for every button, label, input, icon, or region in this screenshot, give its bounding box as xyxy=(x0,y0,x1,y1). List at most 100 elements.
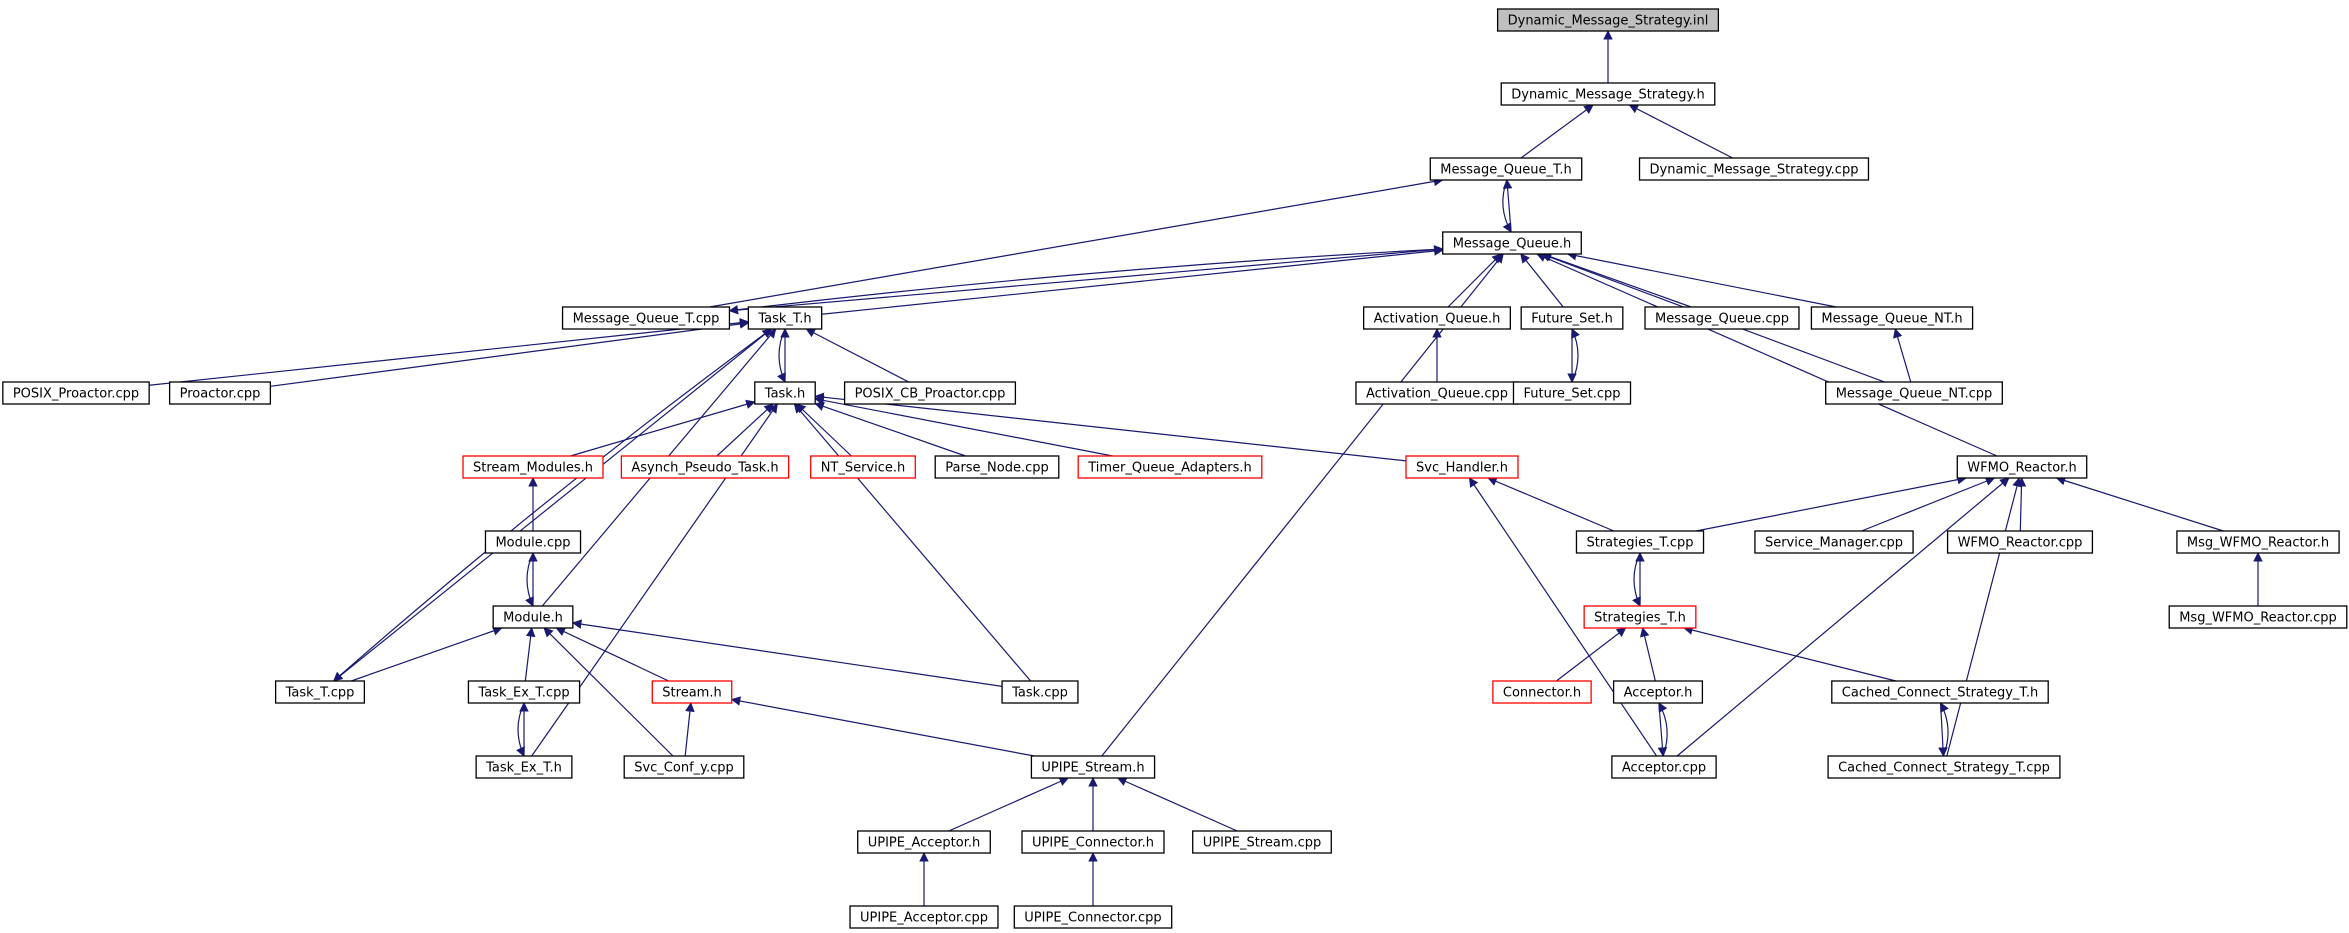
node-label: UPIPE_Stream.h xyxy=(1041,761,1144,776)
edge-acceptor-cpp-to-wfmo-reactor-h xyxy=(1676,477,2010,757)
edge-mq-cpp-to-mq-h xyxy=(1541,252,1692,308)
node-parse-node-cpp[interactable]: Parse_Node.cpp xyxy=(934,455,1060,479)
edge-cached-connect-strategy-t-h-to-cached-connect-strategy-t-cpp xyxy=(1938,702,1948,757)
node-acceptor-cpp[interactable]: Acceptor.cpp xyxy=(1611,755,1717,779)
node-label: Svc_Conf_y.cpp xyxy=(634,761,734,776)
node-label: Task_T.h xyxy=(757,312,811,327)
node-task-ex-t-h[interactable]: Task_Ex_T.h xyxy=(475,755,573,779)
node-mq-t-h[interactable]: Message_Queue_T.h xyxy=(1429,157,1583,181)
node-mq-t-cpp[interactable]: Message_Queue_T.cpp xyxy=(561,306,731,330)
node-task-t-h[interactable]: Task_T.h xyxy=(747,306,823,330)
node-upipe-acceptor-cpp[interactable]: UPIPE_Acceptor.cpp xyxy=(849,905,999,929)
edge-line xyxy=(821,246,1444,315)
node-stream-h[interactable]: Stream.h xyxy=(651,680,733,704)
node-upipe-stream-cpp[interactable]: UPIPE_Stream.cpp xyxy=(1192,830,1332,854)
node-stream-modules-h[interactable]: Stream_Modules.h xyxy=(462,455,604,479)
node-box xyxy=(1638,157,1870,181)
node-act-q-h[interactable]: Activation_Queue.h xyxy=(1363,306,1511,330)
node-module-cpp[interactable]: Module.cpp xyxy=(484,530,582,554)
node-label: Future_Set.h xyxy=(1531,312,1613,327)
node-dms-inl[interactable]: Dynamic_Message_Strategy.inl xyxy=(1496,8,1720,32)
edge-line xyxy=(730,696,1035,757)
node-label: NT_Service.h xyxy=(821,461,906,476)
node-task-ex-t-cpp[interactable]: Task_Ex_T.cpp xyxy=(467,680,581,704)
node-wfmo-reactor-h[interactable]: WFMO_Reactor.h xyxy=(1956,455,2088,479)
node-task-h[interactable]: Task.h xyxy=(754,381,816,405)
node-svc-conf-y-cpp[interactable]: Svc_Conf_y.cpp xyxy=(623,755,745,779)
node-box xyxy=(1612,680,1704,704)
node-service-manager-cpp[interactable]: Service_Manager.cpp xyxy=(1754,530,1914,554)
node-task-t-cpp[interactable]: Task_T.cpp xyxy=(274,680,366,704)
node-box xyxy=(1825,381,2003,405)
node-msg-wfmo-reactor-h[interactable]: Msg_WFMO_Reactor.h xyxy=(2176,530,2340,554)
node-dms-h[interactable]: Dynamic_Message_Strategy.h xyxy=(1500,82,1716,106)
node-nt-service-h[interactable]: NT_Service.h xyxy=(810,455,916,479)
node-act-q-cpp[interactable]: Activation_Queue.cpp xyxy=(1355,381,1519,405)
node-box xyxy=(1442,231,1582,255)
node-box xyxy=(1429,157,1583,181)
node-acceptor-h[interactable]: Acceptor.h xyxy=(1612,680,1704,704)
edge-act-q-h-to-mq-h xyxy=(1447,253,1502,308)
node-future-set-h[interactable]: Future_Set.h xyxy=(1520,306,1624,330)
node-dms-cpp[interactable]: Dynamic_Message_Strategy.cpp xyxy=(1638,157,1870,181)
edge-cached-connect-strategy-t-cpp-to-cached-connect-strategy-t-h xyxy=(1940,702,1949,757)
node-posix-cb-proactor-cpp[interactable]: POSIX_CB_Proactor.cpp xyxy=(843,381,1017,405)
node-cached-connect-strategy-t-cpp[interactable]: Cached_Connect_Strategy_T.cpp xyxy=(1827,755,2061,779)
edge-mq-h-to-mq-t-cpp xyxy=(728,248,1443,315)
node-upipe-connector-h[interactable]: UPIPE_Connector.h xyxy=(1021,830,1165,854)
edge-line xyxy=(1683,625,1897,682)
node-upipe-connector-cpp[interactable]: UPIPE_Connector.cpp xyxy=(1013,905,1173,929)
node-label: Parse_Node.cpp xyxy=(945,461,1049,476)
node-box xyxy=(747,306,823,330)
edge-line xyxy=(1861,476,1996,532)
edge-parse-node-cpp-to-task-h xyxy=(814,401,966,457)
node-label: WFMO_Reactor.h xyxy=(1967,461,2076,476)
node-timer-queue-adapters-h[interactable]: Timer_Queue_Adapters.h xyxy=(1077,455,1263,479)
edge-mq-nt-h-to-mq-h xyxy=(1566,250,1837,308)
node-msg-wfmo-reactor-cpp[interactable]: Msg_WFMO_Reactor.cpp xyxy=(2168,605,2348,629)
node-upipe-stream-h[interactable]: UPIPE_Stream.h xyxy=(1030,755,1156,779)
node-label: Cached_Connect_Strategy_T.h xyxy=(1842,686,2038,701)
node-asynch-pseudo-task-h[interactable]: Asynch_Pseudo_Task.h xyxy=(620,455,790,479)
node-mq-cpp[interactable]: Message_Queue.cpp xyxy=(1644,306,1800,330)
node-label: WFMO_Reactor.cpp xyxy=(1958,536,2083,551)
node-box xyxy=(492,605,574,629)
node-cached-connect-strategy-t-h[interactable]: Cached_Connect_Strategy_T.h xyxy=(1831,680,2049,704)
edge-connector-h-to-strategies-t-h xyxy=(1556,627,1627,682)
edge-module-cpp-to-module-h xyxy=(525,552,534,607)
node-box xyxy=(1496,8,1720,32)
node-label: Dynamic_Message_Strategy.inl xyxy=(1508,14,1709,29)
edge-line xyxy=(1556,627,1627,682)
edge-line xyxy=(716,403,774,457)
node-label: Strategies_T.cpp xyxy=(1586,536,1693,551)
edge-line xyxy=(814,392,1407,462)
node-connector-h[interactable]: Connector.h xyxy=(1492,680,1592,704)
node-posix-proactor-cpp[interactable]: POSIX_Proactor.cpp xyxy=(2,381,150,405)
node-module-h[interactable]: Module.h xyxy=(492,605,574,629)
node-box xyxy=(2168,605,2348,629)
node-label: Service_Manager.cpp xyxy=(1765,536,1903,551)
node-upipe-acceptor-h[interactable]: UPIPE_Acceptor.h xyxy=(857,830,991,854)
node-proactor-cpp[interactable]: Proactor.cpp xyxy=(168,381,272,405)
edge-line xyxy=(525,552,534,607)
edge-line xyxy=(1116,777,1238,832)
node-strategies-t-cpp[interactable]: Strategies_T.cpp xyxy=(1575,530,1705,554)
node-svc-handler-h[interactable]: Svc_Handler.h xyxy=(1405,455,1519,479)
node-mq-h[interactable]: Message_Queue.h xyxy=(1442,231,1582,255)
node-label: UPIPE_Acceptor.h xyxy=(868,836,981,851)
edge-mq-t-h-to-mq-h xyxy=(1502,179,1512,233)
node-label: Task_T.cpp xyxy=(285,686,355,701)
node-label: Svc_Handler.h xyxy=(1416,461,1508,476)
node-box xyxy=(1492,680,1592,704)
node-strategies-t-h[interactable]: Strategies_T.h xyxy=(1583,605,1697,629)
node-mq-nt-h[interactable]: Message_Queue_NT.h xyxy=(1810,306,1974,330)
edge-task-t-h-to-task-t-cpp xyxy=(332,328,772,682)
node-wfmo-reactor-cpp[interactable]: WFMO_Reactor.cpp xyxy=(1946,530,2094,554)
node-future-set-cpp[interactable]: Future_Set.cpp xyxy=(1512,381,1632,405)
node-mq-nt-cpp[interactable]: Message_Queue_NT.cpp xyxy=(1825,381,2003,405)
node-task-cpp[interactable]: Task.cpp xyxy=(1001,680,1079,704)
edge-task-t-cpp-to-module-h xyxy=(351,626,503,682)
node-box xyxy=(2,381,150,405)
edge-task-cpp-to-task-h xyxy=(793,403,1032,682)
node-box xyxy=(467,680,581,704)
